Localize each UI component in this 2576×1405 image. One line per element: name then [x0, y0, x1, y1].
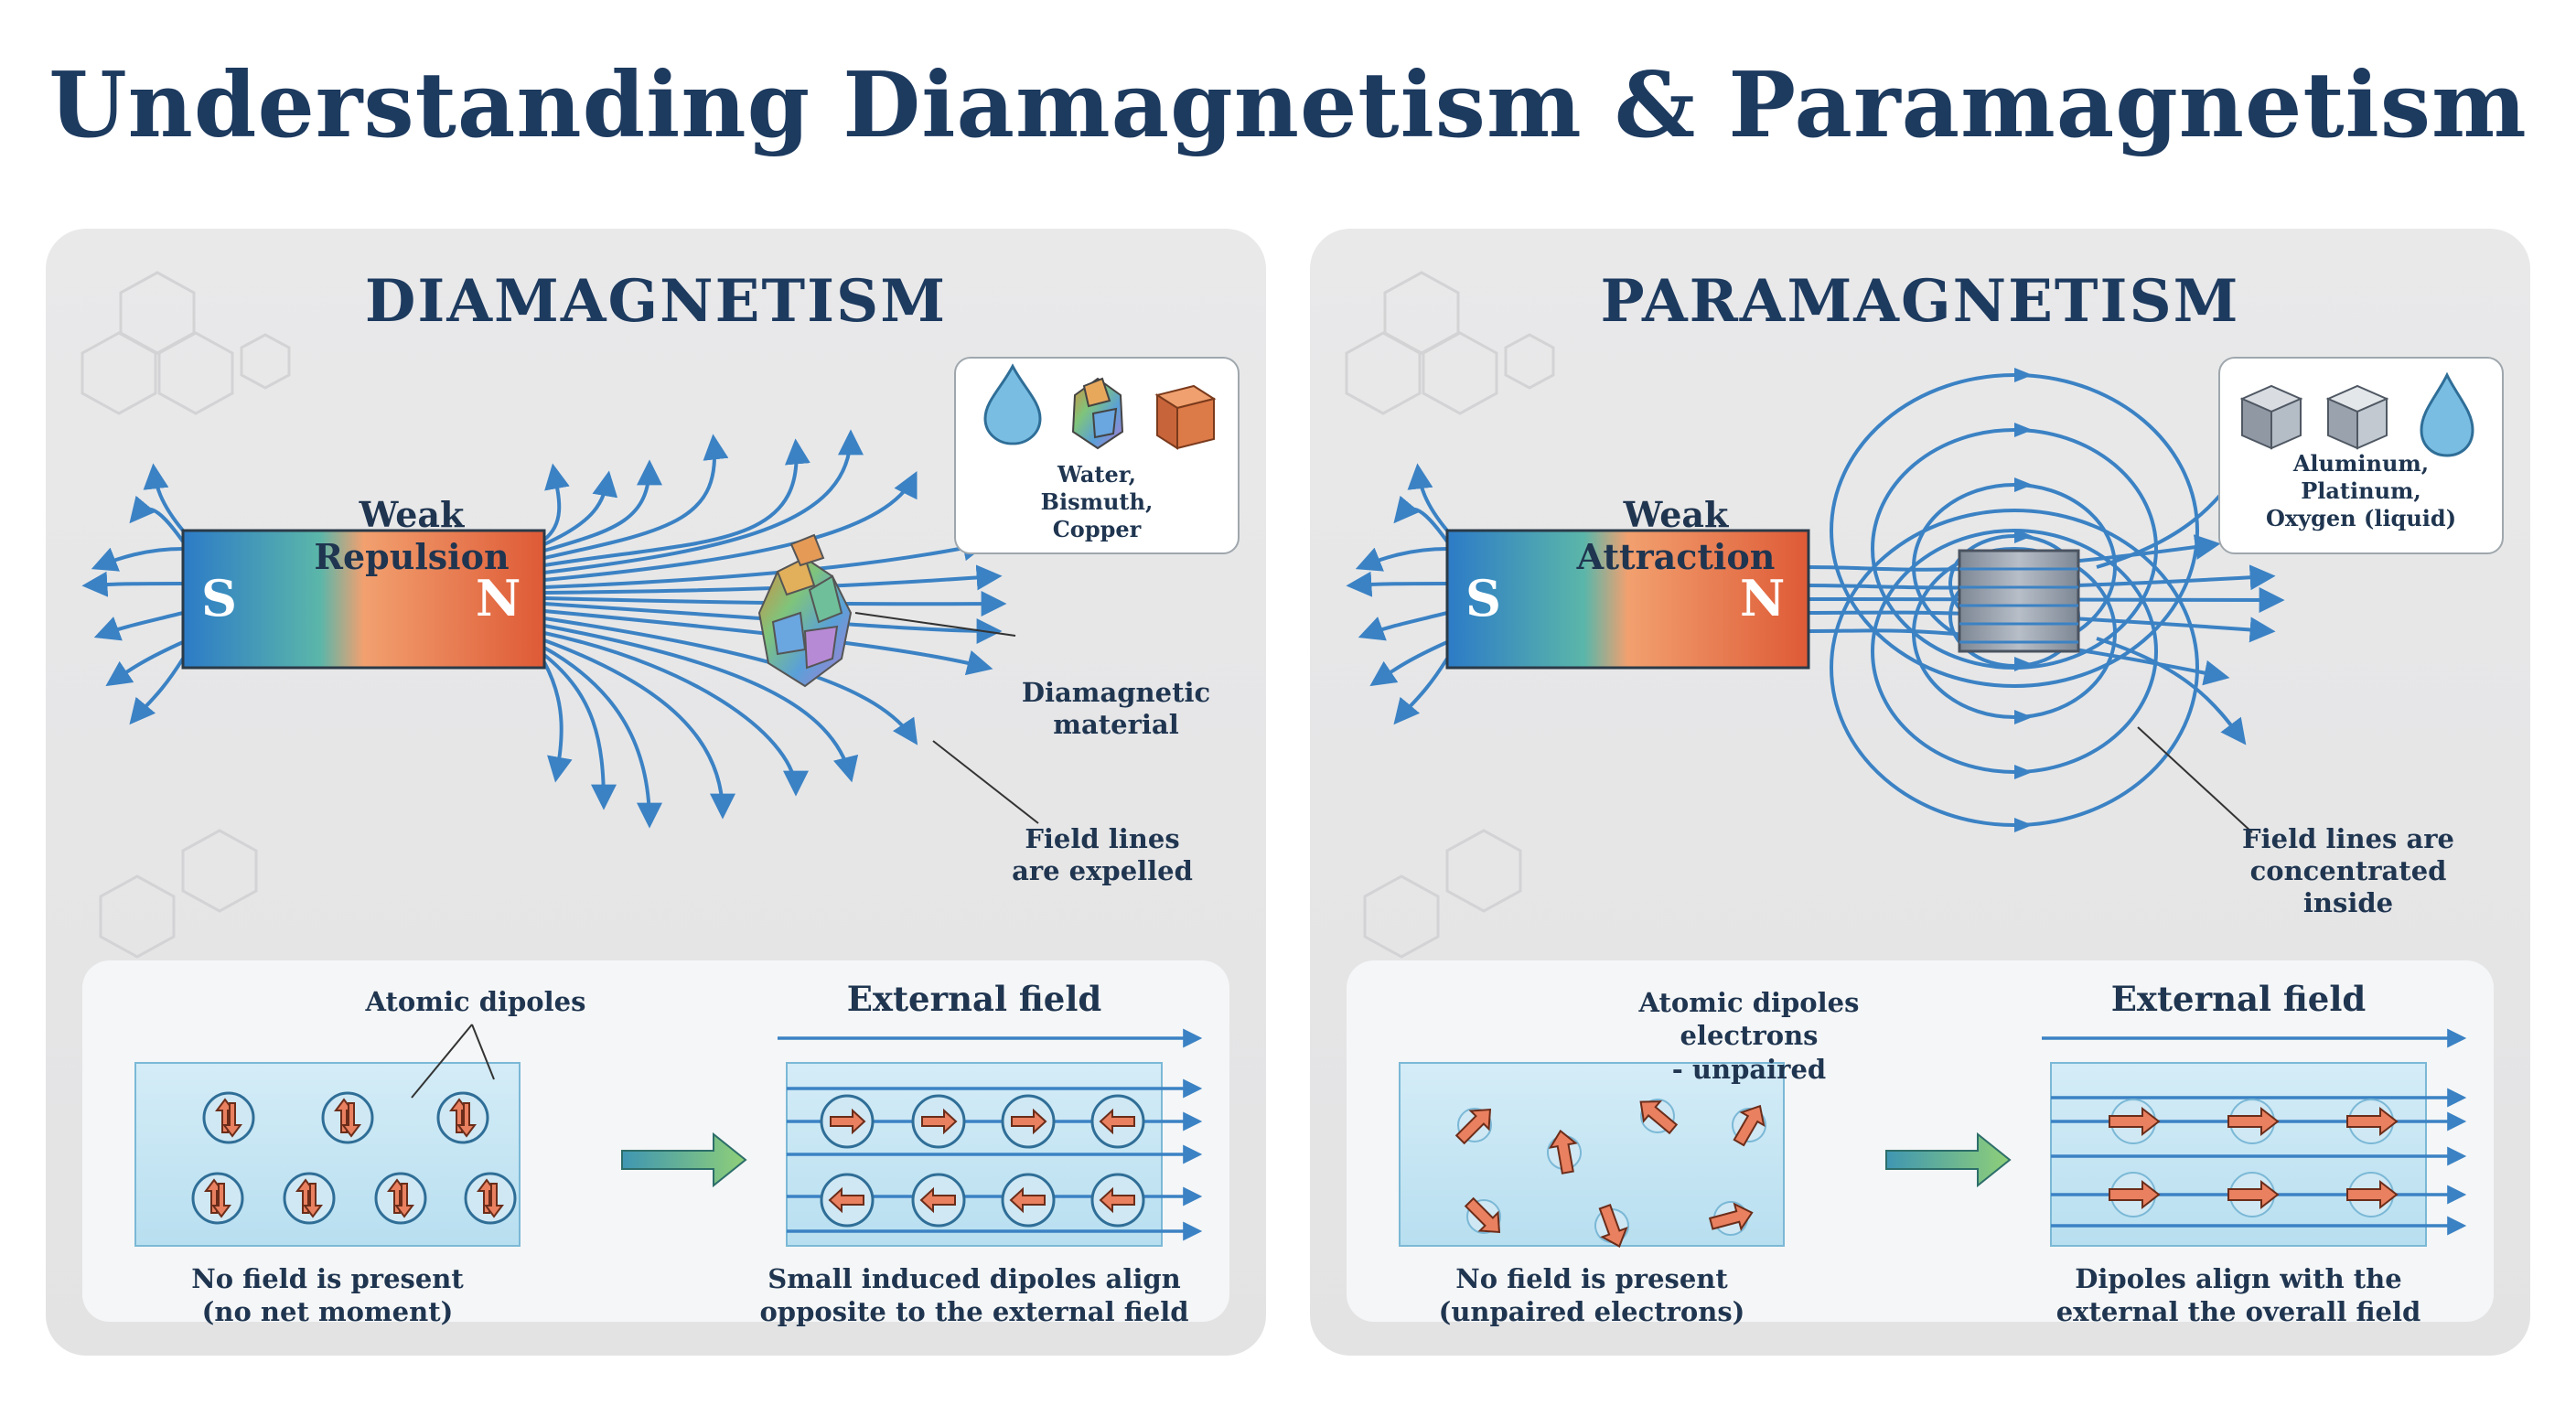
- water-drop-icon: [983, 363, 1042, 445]
- random-dipoles: [1454, 1099, 1766, 1248]
- paramagnetism-dipole-panel: Atomic dipoles electrons - unpaired Exte…: [1347, 960, 2494, 1327]
- oxygen-drop-icon: [2420, 371, 2474, 457]
- transition-arrow: [621, 1132, 747, 1188]
- magnet-north-label: N: [1740, 569, 1786, 627]
- no-field-caption: No field is present (unpaired electrons): [1438, 1263, 1745, 1328]
- platinum-cube-icon: [2325, 384, 2389, 450]
- magnet-south-label: S: [201, 569, 237, 627]
- field-leader-line: [932, 740, 1039, 824]
- copper-cube-icon: [1154, 384, 1217, 450]
- loop-arrowheads: [2014, 368, 2033, 832]
- dipoles-pointer-lines: [411, 1024, 495, 1099]
- diamagnetism-field-diagram: [80, 271, 1039, 959]
- bar-magnet: [181, 529, 546, 670]
- aluminum-cube-icon: [2239, 384, 2303, 450]
- examples-text: Aluminum, Platinum, Oxygen (liquid): [2265, 450, 2457, 531]
- paramagnetism-panel: PARAMAGNETISM Weak Attraction S N Field …: [1310, 229, 2530, 1356]
- paramagnetic-sample: [1958, 549, 2080, 653]
- no-field-caption: No field is present (no net moment): [191, 1263, 464, 1328]
- examples-text: Water, Bismuth, Copper: [1040, 461, 1154, 542]
- induced-dipoles-caption: Small induced dipoles align opposite to …: [759, 1263, 1189, 1328]
- no-field-box: [134, 1062, 521, 1247]
- weak-attraction-label: Weak Attraction: [1576, 494, 1776, 577]
- atomic-dipoles-label: Atomic dipoles electrons - unpaired: [1638, 987, 1860, 1085]
- transition-arrow: [1885, 1132, 2012, 1188]
- aligned-dipoles: [2109, 1099, 2399, 1217]
- paramagnetism-heading: PARAMAGNETISM: [1600, 267, 2240, 336]
- diamagnetism-panel: DIAMAGNETISM Weak Repulsion S N Diamagne…: [46, 229, 1266, 1356]
- examples-box: Aluminum, Platinum, Oxygen (liquid): [2218, 357, 2504, 554]
- external-field-box: [2050, 1062, 2427, 1247]
- field-lines-left: [81, 463, 185, 725]
- decorative-hexagons: [1345, 271, 1555, 959]
- bismuth-crystal-icon: [1071, 377, 1124, 450]
- aligned-dipoles-caption: Dipoles align with the external the over…: [2055, 1263, 2421, 1328]
- material-leader-line: [854, 612, 1016, 637]
- field-lines-concentrated-label: Field lines are concentrated inside: [2242, 823, 2454, 918]
- diamagnetism-heading: DIAMAGNETISM: [364, 267, 948, 336]
- field-lines-expelled-label: Field lines are expelled: [1012, 823, 1193, 886]
- magnet-south-label: S: [1465, 569, 1501, 627]
- decorative-hexagons: [80, 271, 291, 959]
- field-lines-right: [1808, 462, 2285, 745]
- field-lines-left: [1346, 463, 1449, 725]
- induced-dipoles: [820, 1094, 1145, 1228]
- magnet-north-label: N: [476, 569, 521, 627]
- diamagnetic-material-label: Diamagnetic material: [1021, 677, 1211, 740]
- field-leader-line: [2137, 726, 2253, 833]
- examples-box: Water, Bismuth, Copper: [954, 357, 1240, 554]
- page-title: Understanding Diamagnetism & Paramagneti…: [48, 53, 2528, 158]
- diamagnetic-crystal-icon: [757, 533, 853, 688]
- weak-repulsion-label: Weak Repulsion: [314, 494, 510, 577]
- paired-dipoles: [191, 1091, 517, 1225]
- external-field-title: External field: [846, 979, 1102, 1019]
- atomic-dipoles-label: Atomic dipoles: [365, 986, 586, 1017]
- bar-magnet: [1445, 529, 1810, 670]
- diamagnetism-dipole-panel: Atomic dipoles External field No field i…: [82, 960, 1229, 1327]
- external-field-title: External field: [2110, 979, 2367, 1019]
- paramagnetism-field-diagram: [1345, 271, 2285, 959]
